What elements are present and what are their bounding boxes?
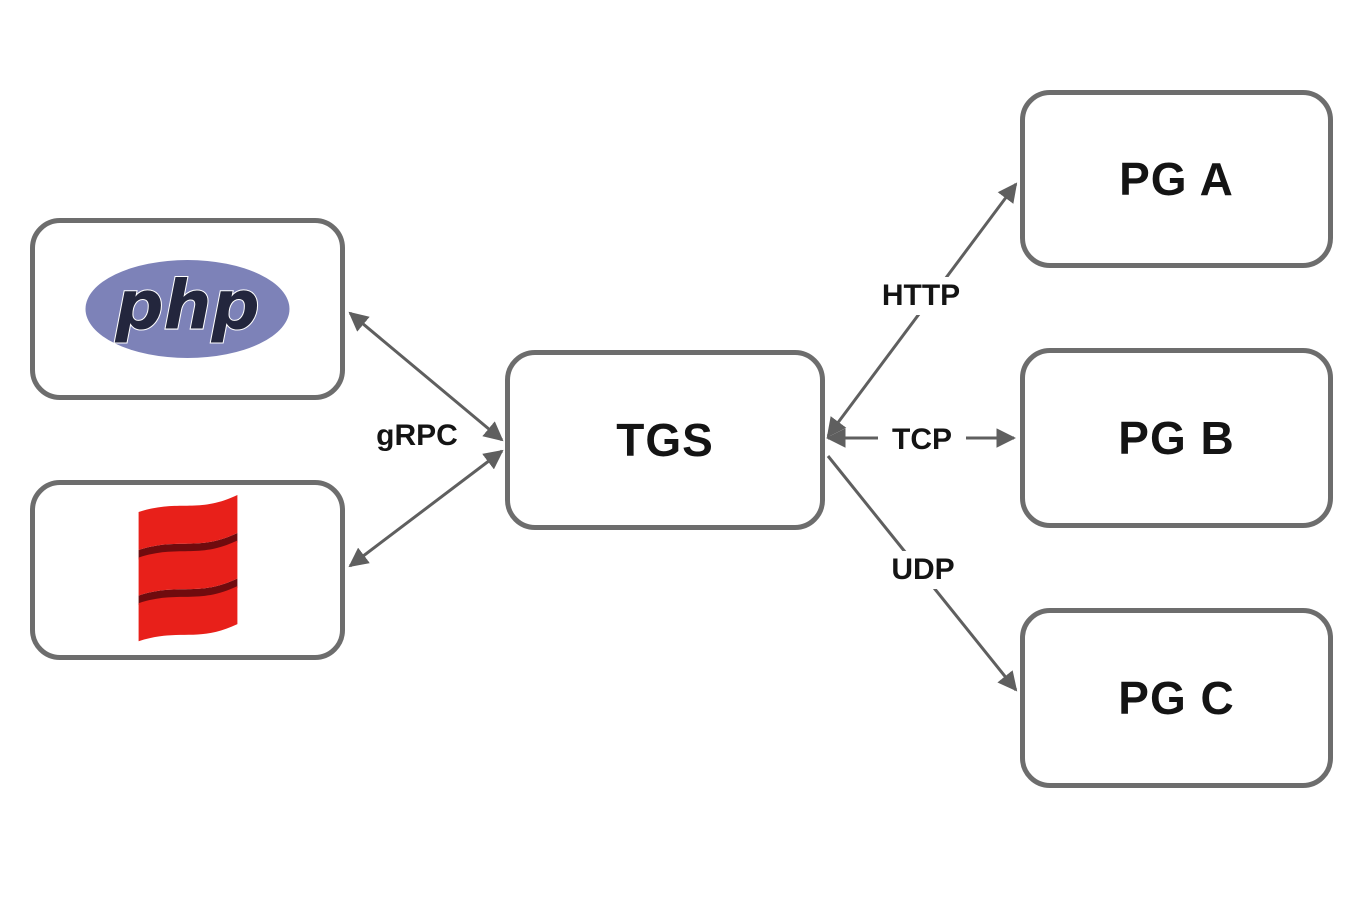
node-label-pg-b: PG B — [1118, 412, 1235, 464]
php-logo-text: php — [114, 266, 259, 344]
node-pg-b: PG B — [1020, 348, 1333, 528]
edge-label-tcp: TCP — [878, 421, 966, 459]
node-label-tgs: TGS — [616, 414, 714, 466]
scala-red-band-3 — [138, 586, 237, 642]
php-logo-icon: php — [85, 260, 290, 358]
node-scala — [30, 480, 345, 660]
node-pg-c: PG C — [1020, 608, 1333, 788]
edge-scala-tgs — [348, 449, 504, 568]
scala-red-band-1 — [138, 494, 237, 551]
edge-label-grpc: gRPC — [376, 419, 458, 452]
php-ellipse — [85, 260, 290, 358]
edge-label-udp: UDP — [877, 551, 969, 589]
node-label-pg-c: PG C — [1118, 672, 1235, 724]
scala-logo-icon — [138, 494, 237, 642]
node-label-pg-a: PG A — [1119, 153, 1234, 205]
node-php: php — [30, 218, 345, 400]
edge-label-http: HTTP — [867, 277, 975, 315]
node-pg-a: PG A — [1020, 90, 1333, 268]
scala-red-band-2 — [138, 540, 237, 596]
node-tgs: TGS — [505, 350, 825, 530]
